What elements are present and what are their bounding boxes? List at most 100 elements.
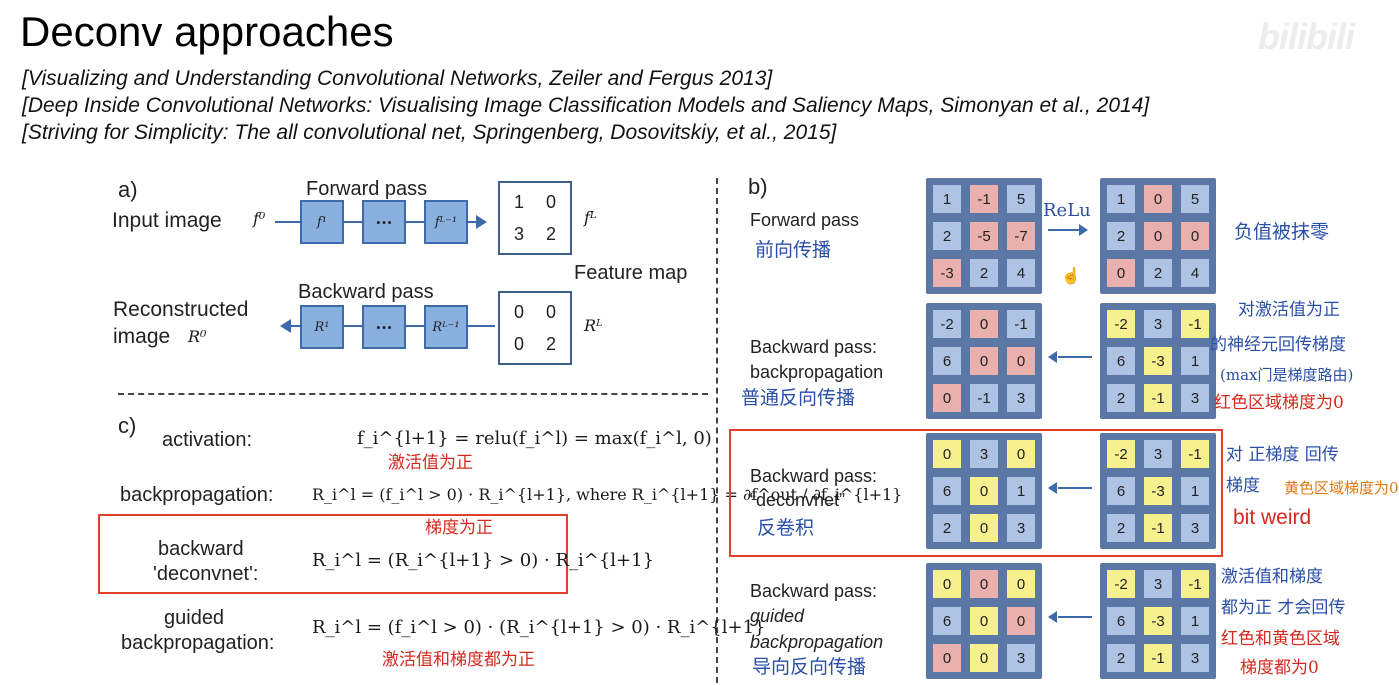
grid-cell: -2 bbox=[1107, 570, 1135, 598]
grid-cell: -2 bbox=[1107, 440, 1135, 468]
forward-pass-label: Forward pass bbox=[306, 178, 428, 200]
deconvnet-formula: R_i^l = (R_i^{l+1} > 0) · R_i^{l+1} bbox=[312, 550, 655, 571]
reference-2: [Deep Inside Convolutional Networks: Vis… bbox=[22, 94, 1150, 117]
grid-cell: 2 bbox=[538, 221, 564, 247]
b-row3-label-1: Backward pass: bbox=[750, 581, 878, 601]
input-image-label: Input image bbox=[112, 209, 222, 232]
b-row2-note-2: 梯度 bbox=[1226, 476, 1260, 496]
deconvnet-label-1: backward bbox=[158, 538, 244, 560]
grid-cell: 0 bbox=[506, 331, 532, 357]
grid-cell: 0 bbox=[538, 189, 564, 215]
slide-title: Deconv approaches bbox=[20, 8, 394, 55]
b-row1-note-2: 的神经元回传梯度 bbox=[1210, 335, 1346, 355]
backward-arrowhead-icon bbox=[280, 319, 291, 333]
grid-cell: 2 bbox=[1144, 259, 1172, 287]
b-row2-label-1: Backward pass: bbox=[750, 466, 878, 486]
b-row3-note-4: 梯度都为0 bbox=[1240, 658, 1319, 678]
backward-feature-grid: 0 0 0 2 bbox=[498, 291, 572, 365]
grid-cell: 0 bbox=[1144, 185, 1172, 213]
backprop-formula: R_i^l = (f_i^l > 0) · R_i^{l+1}, where R… bbox=[312, 485, 903, 504]
grid-cell: 1 bbox=[933, 185, 961, 213]
b-row2-arrow-line bbox=[1058, 487, 1092, 489]
grid-cell: 0 bbox=[1007, 347, 1035, 375]
forward-layer-box-3: fᴸ⁻¹ bbox=[424, 200, 468, 244]
panel-c-tag: c) bbox=[118, 413, 137, 438]
grid-cell: 1 bbox=[1181, 477, 1209, 505]
grid-cell: -1 bbox=[970, 185, 998, 213]
grid-cell: 3 bbox=[970, 440, 998, 468]
backward-layer-box-3: Rᴸ⁻¹ bbox=[424, 305, 468, 349]
left-arrow-icon bbox=[1048, 482, 1057, 494]
b-row1-arrow-line bbox=[1058, 356, 1092, 358]
b-row1-note-1: 对激活值为正 bbox=[1238, 300, 1340, 320]
grid-cell: 1 bbox=[1181, 347, 1209, 375]
panel-a-tag: a) bbox=[118, 177, 138, 202]
activation-formula: f_i^{l+1} = relu(f_i^l) = max(f_i^l, 0) bbox=[357, 428, 712, 449]
b-row3-note-2: 都为正 才会回传 bbox=[1221, 598, 1346, 618]
grid-cell: 6 bbox=[1107, 477, 1135, 505]
backprop-label: backpropagation: bbox=[120, 484, 274, 506]
grid-cell: 6 bbox=[1107, 347, 1135, 375]
input-symbol: f⁰ bbox=[253, 209, 266, 228]
grid-cell: 3 bbox=[1144, 570, 1172, 598]
reconstructed-label: Reconstructed bbox=[113, 298, 249, 321]
grid-cell: -1 bbox=[1181, 570, 1209, 598]
grid-cell: -3 bbox=[933, 259, 961, 287]
deconvnet-highlight-box bbox=[98, 514, 568, 594]
grid-cell: -1 bbox=[1007, 310, 1035, 338]
b-row2-label-2: “deconvnet” bbox=[750, 490, 846, 510]
grid-cell: 0 bbox=[506, 299, 532, 325]
guided-label-2: backpropagation: bbox=[121, 632, 275, 654]
b-row2-note-red: bit weird bbox=[1233, 506, 1312, 529]
grid-cell: 4 bbox=[1007, 259, 1035, 287]
grid-cell: 0 bbox=[933, 440, 961, 468]
grid-cell: 2 bbox=[933, 222, 961, 250]
grid-cell: 3 bbox=[1181, 644, 1209, 672]
grid-cell: 2 bbox=[1107, 222, 1135, 250]
grid-cell: 3 bbox=[506, 221, 532, 247]
grid-cell: 3 bbox=[1007, 514, 1035, 542]
b-row3-note-1: 激活值和梯度 bbox=[1221, 567, 1323, 587]
forward-feature-grid: 1 0 3 2 bbox=[498, 181, 572, 255]
grid-cell: 6 bbox=[933, 347, 961, 375]
grid-cell: -3 bbox=[1144, 347, 1172, 375]
b-row3-label-3: backpropagation bbox=[750, 632, 884, 652]
b-row0-handnote: 前向传播 bbox=[755, 239, 832, 261]
grid-cell: 0 bbox=[933, 644, 961, 672]
grid-cell: 1 bbox=[1007, 477, 1035, 505]
grid-cell: 0 bbox=[1107, 259, 1135, 287]
b-row1-label-1: Backward pass: bbox=[750, 337, 878, 357]
b-row3-handnote: 导向反向传播 bbox=[752, 656, 867, 678]
grid-cell: 2 bbox=[933, 514, 961, 542]
grid-cell: 6 bbox=[1107, 607, 1135, 635]
grid-cell: 3 bbox=[1181, 514, 1209, 542]
left-arrow-icon bbox=[1048, 611, 1057, 623]
grid-cell: -1 bbox=[1144, 514, 1172, 542]
grid-cell: 1 bbox=[506, 189, 532, 215]
grid-cell: -1 bbox=[1144, 644, 1172, 672]
grid-cell: 2 bbox=[1107, 644, 1135, 672]
b-row3-label-2: guided bbox=[750, 606, 805, 626]
grid-cell: -2 bbox=[1107, 310, 1135, 338]
grid-cell: -7 bbox=[1007, 222, 1035, 250]
grid-cell: 0 bbox=[1144, 222, 1172, 250]
b-row1-note-4: 红色区域梯度为0 bbox=[1214, 393, 1344, 413]
bilibili-watermark-logo: bilibili bbox=[1258, 16, 1355, 57]
grid-cell: 1 bbox=[1107, 185, 1135, 213]
grid-cell: 3 bbox=[1144, 440, 1172, 468]
grid-cell: 0 bbox=[970, 570, 998, 598]
feature-symbol: fᴸ bbox=[584, 208, 597, 227]
grid-cell: 2 bbox=[1107, 514, 1135, 542]
grid-cell: 2 bbox=[538, 331, 564, 357]
relu-label: ReLu bbox=[1043, 200, 1091, 221]
recon-symbol: R⁰ bbox=[188, 327, 207, 346]
grid-cell: -2 bbox=[933, 310, 961, 338]
grid-cell: 4 bbox=[1181, 259, 1209, 287]
b-row2-note-orange: 黄色区域梯度为0 bbox=[1284, 479, 1399, 497]
grid-cell: 0 bbox=[538, 299, 564, 325]
